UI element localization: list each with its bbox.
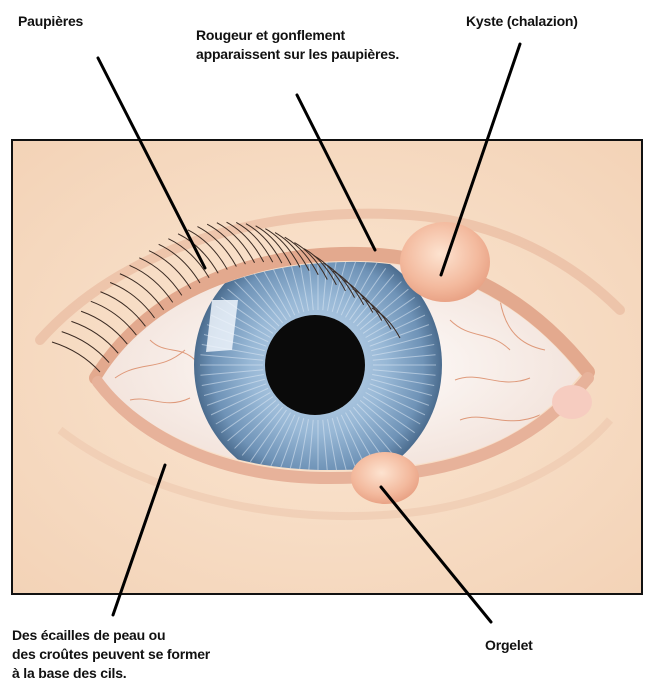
pupil <box>265 315 365 415</box>
caruncle <box>552 385 592 419</box>
label-eyelids: Paupières <box>18 12 83 31</box>
stye-bump <box>351 452 419 504</box>
label-cyst: Kyste (chalazion) <box>466 12 578 31</box>
label-stye: Orgelet <box>485 636 533 655</box>
label-redness-swelling: Rougeur et gonflement apparaissent sur l… <box>196 26 399 64</box>
label-scales-crusts: Des écailles de peau ou des croûtes peuv… <box>12 626 210 683</box>
